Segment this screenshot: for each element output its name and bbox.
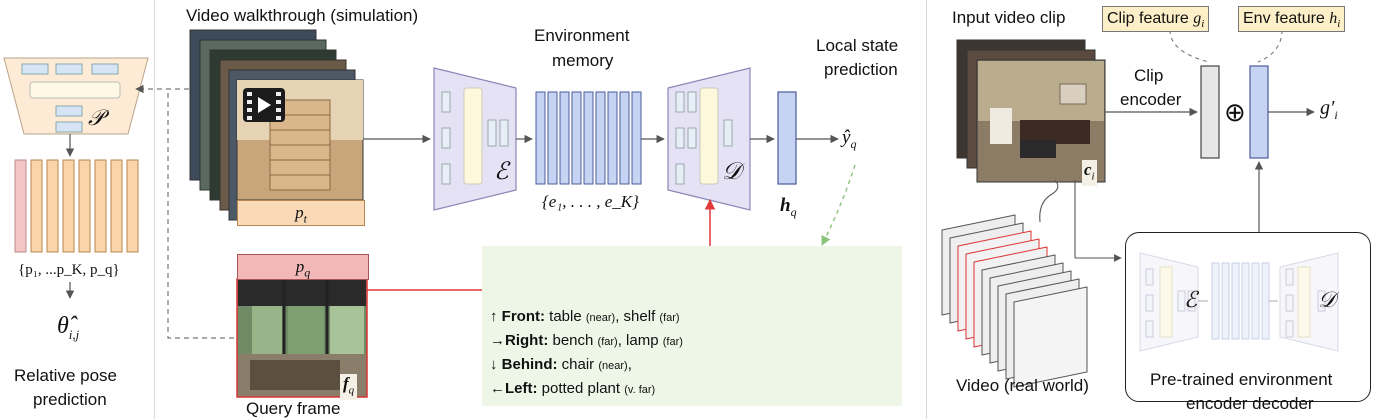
query-frame-image <box>236 278 368 398</box>
legend-dir: Front: <box>501 308 545 325</box>
decoder-symbol: 𝒟 <box>722 159 742 185</box>
clip-encoder-line2: encoder <box>1120 90 1182 109</box>
gprime-symbol: g′ <box>1320 97 1335 119</box>
hq-bar <box>777 91 797 185</box>
legend-line-front: ↑ Front: table (near), shelf (far) <box>490 308 680 325</box>
legend-tag1: (near) <box>585 312 616 324</box>
memory-set-label: {e₁, . . . , e_K} <box>542 192 639 211</box>
fq-label: fq <box>340 374 358 401</box>
local-state-line2: prediction <box>824 60 898 79</box>
pretrained-encoder-decoder-box <box>1125 232 1371 402</box>
legend-arrow: ← <box>490 380 505 397</box>
pretrained-caption-line2: encoder decoder <box>1186 394 1314 413</box>
legend-arrow: ↓ <box>490 356 498 373</box>
legend-dir: Behind: <box>501 356 558 373</box>
pt-symbol: p <box>295 203 304 222</box>
ci-symbol: c <box>1084 160 1092 179</box>
hq-symbol: h <box>780 195 791 216</box>
fq-subscript: q <box>348 384 355 397</box>
legend-line-right: →Right: bench (far), lamp (far) <box>490 332 683 349</box>
env-feature-text: Env feature <box>1243 10 1330 27</box>
legend-text2: , shelf <box>615 308 660 325</box>
legend-dir: Right: <box>505 332 549 349</box>
pose-caption-line2: prediction <box>33 390 107 409</box>
query-frame-caption: Query frame <box>246 399 341 418</box>
pose-head-block <box>3 57 149 135</box>
pose-set-label: {p₁, ...p_K, p_q} <box>18 262 120 278</box>
legend-tag2: (far) <box>659 312 680 324</box>
pose-head-symbol: 𝒫 <box>88 105 104 130</box>
local-state-line1: Local state <box>816 36 899 55</box>
theta-symbol: θ̂ <box>57 313 69 339</box>
clip-encoder-line1: Clip <box>1134 66 1164 85</box>
pose-caption-line1: Relative pose <box>14 366 118 385</box>
legend-line-behind: ↓ Behind: chair (near), <box>490 356 632 373</box>
env-feature-subscript: i <box>1337 18 1341 31</box>
legend-text1: chair <box>557 356 599 373</box>
legend-tag1: (v. far) <box>624 384 656 396</box>
legend-line-left: ←Left: potted plant (v. far) <box>490 380 655 397</box>
real-world-video-stack <box>941 214 1088 388</box>
pq-subscript: q <box>304 265 311 280</box>
clip-feature-text: Clip feature <box>1107 10 1194 27</box>
oplus-symbol: ⊕ <box>1224 97 1246 127</box>
yq-label: ŷq <box>842 128 856 154</box>
encoder-block <box>433 67 517 211</box>
clip-feature-bar <box>1200 65 1220 159</box>
legend-text2: , <box>627 356 632 373</box>
env-feature-symbol: h <box>1329 10 1338 27</box>
pretrained-decoder-symbol: 𝒟 <box>1318 287 1336 312</box>
legend-dir: Left: <box>505 380 538 397</box>
legend-tag1: (near) <box>598 360 628 372</box>
theta-label: θ̂i,j <box>57 313 80 345</box>
legend-arrow: → <box>490 332 505 349</box>
play-icon <box>243 88 285 122</box>
clip-feature-tag: Clip feature gi <box>1102 6 1210 32</box>
yq-symbol: ŷ <box>842 127 851 148</box>
hq-subscript: q <box>790 204 797 219</box>
ci-subscript: i <box>1091 170 1095 183</box>
gprime-subscript: i <box>1334 108 1338 122</box>
legend-text1: potted plant <box>537 380 625 397</box>
legend-text1: table <box>545 308 586 325</box>
memory-bars <box>535 91 642 185</box>
pretrained-encoder-symbol: ℰ <box>1184 287 1198 312</box>
pq-symbol: p <box>295 257 305 276</box>
video-real-world-label: Video (real world) <box>956 376 1089 395</box>
clip-feature-symbol: g <box>1193 10 1202 27</box>
legend-text1: bench <box>548 332 598 349</box>
decoder-block <box>667 67 751 211</box>
env-feature-tag: Env feature hi <box>1238 6 1346 32</box>
ci-label: ci <box>1082 160 1097 187</box>
direction-legend: ↑ Front: table (near), shelf (far) →Righ… <box>482 246 902 406</box>
fq-symbol: f <box>343 374 349 393</box>
pq-label: pq <box>237 254 369 280</box>
encoder-symbol: ℰ <box>494 159 509 185</box>
legend-text2: , lamp <box>617 332 663 349</box>
pt-subscript: t <box>303 211 307 226</box>
right-divider <box>926 0 927 419</box>
theta-subscript: i,j <box>68 326 80 342</box>
clip-feature-subscript: i <box>1201 18 1205 31</box>
env-feature-bar <box>1249 65 1269 159</box>
pt-label: pt <box>237 200 365 226</box>
gprime-label: g′i <box>1320 98 1338 125</box>
hq-label: hq <box>780 196 797 222</box>
memory-label-line2: memory <box>552 51 614 70</box>
left-divider <box>154 0 155 419</box>
pretrained-diagram <box>1139 252 1339 352</box>
memory-label-line1: Environment <box>534 26 630 45</box>
legend-arrow: ↑ <box>490 308 498 325</box>
input-clip-label: Input video clip <box>952 8 1066 27</box>
legend-tag1: (far) <box>597 336 618 348</box>
pose-bars <box>14 159 139 253</box>
legend-tag2: (far) <box>662 336 683 348</box>
video-stack <box>189 29 364 221</box>
pretrained-caption-line1: Pre-trained environment <box>1150 370 1333 389</box>
video-walkthrough-label: Video walkthrough (simulation) <box>186 6 419 25</box>
yq-subscript: q <box>850 136 857 151</box>
